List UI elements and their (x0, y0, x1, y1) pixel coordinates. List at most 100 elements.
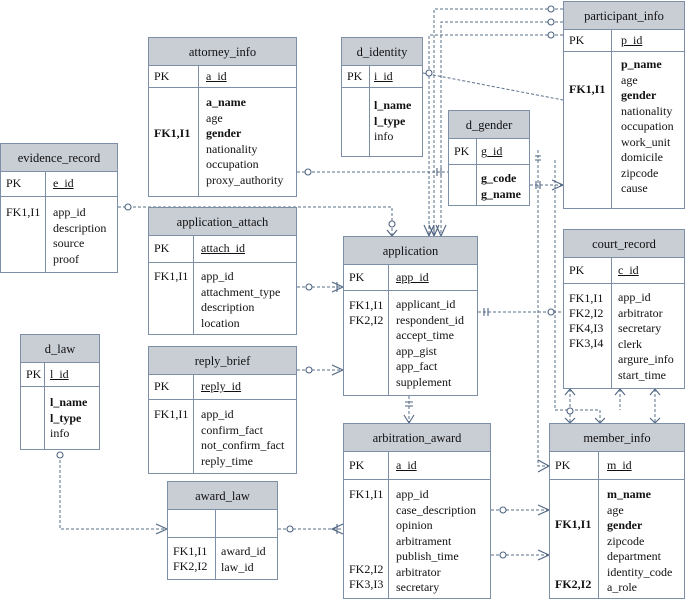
fk-keys: FK1,I1 FK2,I2 (173, 544, 208, 573)
entity-title: member_info (550, 424, 684, 452)
entity-arbitration-award[interactable]: arbitration_award PK a_id FK1,I1 FK2,I2 … (343, 423, 491, 599)
attribute-opinion: opinion (396, 518, 433, 532)
attribute-identity-code: identity_code (607, 564, 673, 579)
pk-field: a_id (206, 69, 227, 83)
pk-field: g_id (481, 144, 503, 158)
entity-title: evidence_record (1, 144, 117, 172)
attribute-arbitrament: arbitrament (396, 533, 452, 548)
pk-field: p_id (621, 33, 643, 47)
pk-label: PK (454, 144, 470, 158)
attribute-argure-info: argure_info (618, 352, 674, 366)
attribute-proof: proof (53, 251, 79, 266)
fk-keys: FK1,I1 FK2,I2 FK3,I3 (349, 487, 384, 591)
attribute-accept-time: accept_time (396, 328, 454, 342)
fk-keys: FK1,I1 (154, 269, 189, 283)
rel-participant-application-3 (428, 34, 563, 236)
attribute-l-name: l_name (374, 98, 412, 112)
attribute-nationality: nationality (206, 141, 258, 156)
pk-label: PK (555, 458, 571, 472)
attribute-app-id: app_id (201, 269, 234, 283)
attribute-respondent-id: respondent_id (396, 312, 464, 327)
pk-row: PK attach_id (149, 236, 296, 263)
pk-label: PK (349, 458, 365, 472)
fk-keys: FK1,I1 FK2,I2 (349, 298, 384, 327)
rel-participant-application-2 (440, 21, 563, 236)
entity-title: court_record (564, 230, 684, 258)
entity-title: arbitration_award (344, 424, 490, 452)
fk-keys: FK1,I1 FK2,I2 FK4,I3 FK3,I4 (569, 291, 604, 350)
pk-label: PK (347, 69, 363, 83)
attribute-start-time: start_time (618, 367, 666, 382)
entity-application-attach[interactable]: application_attach PK attach_id FK1,I1 a… (148, 207, 297, 335)
attribute-arbitrator: arbitrator (618, 305, 663, 320)
pk-label: PK (154, 379, 170, 393)
entity-application[interactable]: application PK app_id FK1,I1 FK2,I2 appl… (343, 236, 478, 396)
pk-label: PK (26, 367, 42, 381)
pk-field: m_id (607, 458, 632, 472)
rel-member-court-2 (554, 160, 601, 423)
pk-row: PK a_id (344, 452, 490, 480)
rel-participant-application-1 (433, 8, 563, 236)
pk-label: PK (349, 270, 365, 284)
attribute-secretary: secretary (618, 321, 662, 335)
pk-field: attach_id (201, 241, 245, 255)
attribute-age: age (607, 502, 624, 517)
attribute-gender: gender (621, 88, 657, 102)
pk-field: app_id (396, 270, 429, 284)
attribute-g-name: g_name (481, 186, 521, 201)
entity-court-record[interactable]: court_record PK c_id FK1,I1 FK2,I2 FK4,I… (563, 229, 685, 389)
attribute-publish-time: publish_time (396, 549, 459, 563)
attribute-gender: gender (206, 126, 242, 140)
entity-member-info[interactable]: member_info PK m_id FK1,I1 FK2,I2 m_name… (549, 423, 685, 599)
pk-label: PK (569, 33, 585, 47)
entity-title: award_law (168, 482, 277, 510)
pk-row: PK g_id (449, 139, 529, 165)
attribute-domicile: domicile (621, 150, 663, 164)
pk-field: e_id (53, 176, 74, 190)
pk-row: PK c_id (564, 258, 684, 284)
attribute-not-confirm-fact: not_confirm_fact (201, 438, 285, 452)
pk-row: PK a_id (149, 66, 296, 88)
attribute-cause: cause (621, 181, 648, 195)
attribute-zipcode: zipcode (621, 165, 659, 180)
attribute-a-role: a_role (607, 580, 637, 594)
attribute-nationality: nationality (621, 103, 673, 118)
pk-label: PK (154, 241, 170, 255)
attribute-confirm-fact: confirm_fact (201, 422, 263, 437)
attribute-app-id: app_id (396, 487, 429, 501)
attribute-app-gist: app_gist (396, 343, 437, 358)
attribute-description: description (201, 300, 255, 314)
pk-field: reply_id (201, 379, 241, 393)
attribute-occupation: occupation (206, 157, 259, 171)
attribute-case-description: case_description (396, 502, 476, 517)
pk-label: PK (6, 176, 22, 190)
attribute-g-code: g_code (481, 171, 517, 185)
pk-field: l_id (50, 367, 69, 381)
pk-field: c_id (618, 263, 639, 277)
attribute-p-name: p_name (621, 57, 662, 71)
